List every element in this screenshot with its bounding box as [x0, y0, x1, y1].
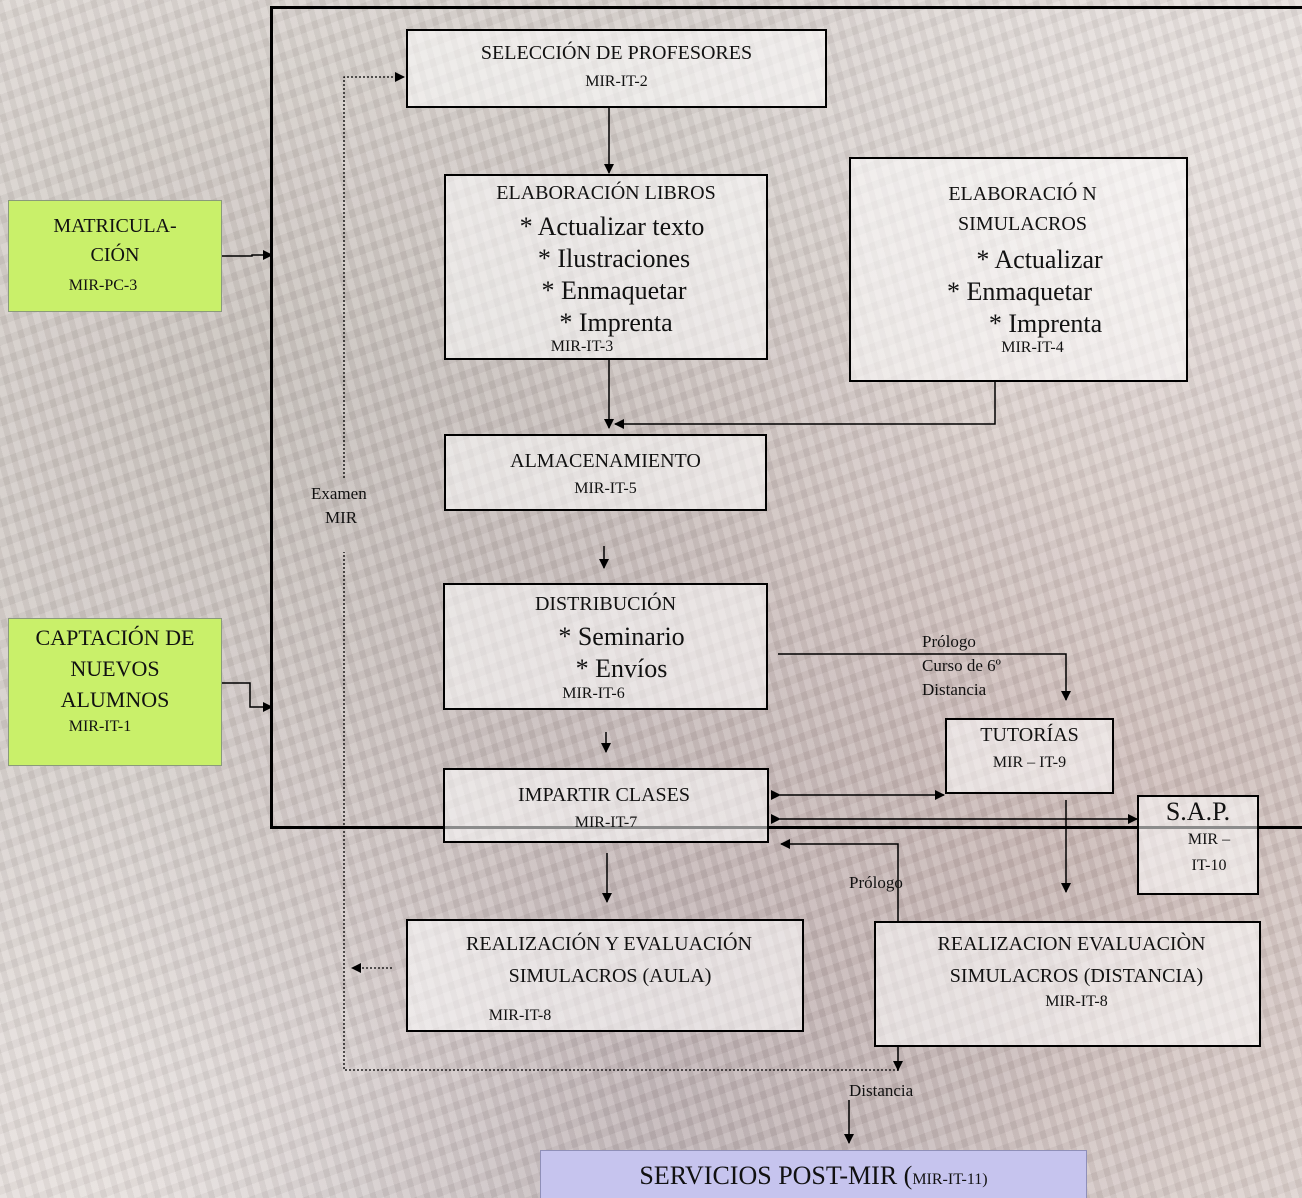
- matriculacion-line2: CIÓN: [90, 244, 140, 266]
- almacenamiento-code: MIR-IT-5: [574, 480, 637, 497]
- simulacros-code: MIR-IT-4: [1001, 339, 1064, 356]
- sap-code-2: IT-10: [1191, 857, 1227, 874]
- label-mir: MIR: [325, 508, 358, 527]
- aula-title-2: SIMULACROS (AULA): [508, 965, 712, 987]
- elaboracion-simulacros-box: ELABORACIÓ N SIMULACROS * Actualizar * E…: [849, 157, 1188, 382]
- impartir-clases-box: IMPARTIR CLASES MIR-IT-7: [443, 768, 769, 843]
- tutorias-code: MIR – IT-9: [992, 754, 1067, 771]
- simulacros-title-1: ELABORACIÓ N: [948, 183, 1097, 205]
- distribucion-item-1: * Seminario: [558, 622, 685, 651]
- libros-code: MIR-IT-3: [550, 338, 614, 355]
- sap-code-1: MIR –: [1187, 831, 1231, 848]
- matriculacion-box: MATRICULA- CIÓN MIR-PC-3: [8, 200, 222, 312]
- distribucion-box: DISTRIBUCIÓN * Seminario * Envíos MIR-IT…: [443, 583, 768, 710]
- almacenamiento-title: ALMACENAMIENTO: [510, 450, 701, 472]
- tutorias-title: TUTORÍAS: [980, 724, 1079, 746]
- libros-item-3: * Enmaquetar: [541, 276, 687, 305]
- label-distancia-1: Distancia: [922, 680, 987, 699]
- seleccion-title: SELECCIÓN DE PROFESORES: [480, 42, 753, 64]
- libros-title: ELABORACIÓN LIBROS: [496, 182, 716, 204]
- post-mir-title: SERVICIOS POST-MIR (: [639, 1161, 913, 1190]
- matriculacion-line1: MATRICULA-: [53, 215, 177, 237]
- simulacros-title-2: SIMULACROS: [958, 213, 1087, 235]
- captacion-box: CAPTACIÓN DE NUEVOS ALUMNOS MIR-IT-1: [8, 618, 222, 766]
- simulacros-item-1: * Actualizar: [976, 245, 1103, 274]
- captacion-line2: NUEVOS: [70, 656, 160, 681]
- almacenamiento-box: ALMACENAMIENTO MIR-IT-5: [444, 434, 767, 511]
- aula-code: MIR-IT-8: [488, 1007, 552, 1024]
- libros-item-2: * Ilustraciones: [537, 244, 691, 273]
- libros-item-1: * Actualizar texto: [519, 212, 705, 241]
- distancia-box-title-2: SIMULACROS (DISTANCIA): [949, 965, 1204, 987]
- simulacros-distancia-box: REALIZACION EVALUACIÒN SIMULACROS (DISTA…: [874, 921, 1261, 1047]
- process-frame: [270, 6, 1302, 829]
- arrow-matriculacion-frame: [222, 250, 273, 260]
- simulacros-item-3: * Imprenta: [988, 309, 1103, 338]
- label-prologo-1: Prólogo: [922, 632, 976, 651]
- distribucion-code: MIR-IT-6: [562, 685, 625, 702]
- captacion-line3: ALUMNOS: [60, 687, 170, 712]
- seleccion-code: MIR-IT-2: [585, 73, 648, 90]
- label-distancia-2: Distancia: [849, 1081, 914, 1100]
- matriculacion-code: MIR-PC-3: [68, 277, 138, 294]
- libros-item-4: * Imprenta: [559, 308, 673, 337]
- distribucion-title: DISTRIBUCIÓN: [534, 593, 677, 615]
- sap-title: S.A.P.: [1165, 797, 1231, 826]
- aula-title-1: REALIZACIÓN Y EVALUACIÓN: [466, 933, 752, 955]
- seleccion-profesores-box: SELECCIÓN DE PROFESORES MIR-IT-2: [406, 29, 827, 108]
- captacion-code: MIR-IT-1: [68, 718, 132, 735]
- distancia-box-code: MIR-IT-8: [1045, 993, 1108, 1010]
- sap-box: S.A.P. MIR – IT-10: [1137, 795, 1259, 895]
- simulacros-aula-box: REALIZACIÓN Y EVALUACIÓN SIMULACROS (AUL…: [406, 919, 804, 1032]
- post-mir-box: SERVICIOS POST-MIR (MIR-IT-11): [540, 1150, 1087, 1198]
- label-examen: Examen: [311, 484, 367, 503]
- label-curso: Curso de 6º: [922, 656, 1001, 675]
- impartir-code: MIR-IT-7: [574, 814, 638, 831]
- post-mir-code: MIR-IT-11): [912, 1171, 988, 1188]
- distribucion-item-2: * Envíos: [575, 654, 668, 683]
- arrow-captacion-frame: [222, 682, 273, 712]
- simulacros-item-2: * Enmaquetar: [946, 277, 1093, 306]
- post-mir-text: SERVICIOS POST-MIR (MIR-IT-11): [541, 1161, 1086, 1191]
- impartir-title: IMPARTIR CLASES: [518, 784, 690, 806]
- distancia-box-title-1: REALIZACION EVALUACIÒN: [937, 933, 1206, 955]
- tutorias-box: TUTORÍAS MIR – IT-9: [945, 718, 1114, 794]
- label-prologo-2: Prólogo: [849, 873, 903, 892]
- captacion-line1: CAPTACIÓN DE: [35, 625, 195, 650]
- elaboracion-libros-box: ELABORACIÓN LIBROS * Actualizar texto * …: [444, 174, 768, 360]
